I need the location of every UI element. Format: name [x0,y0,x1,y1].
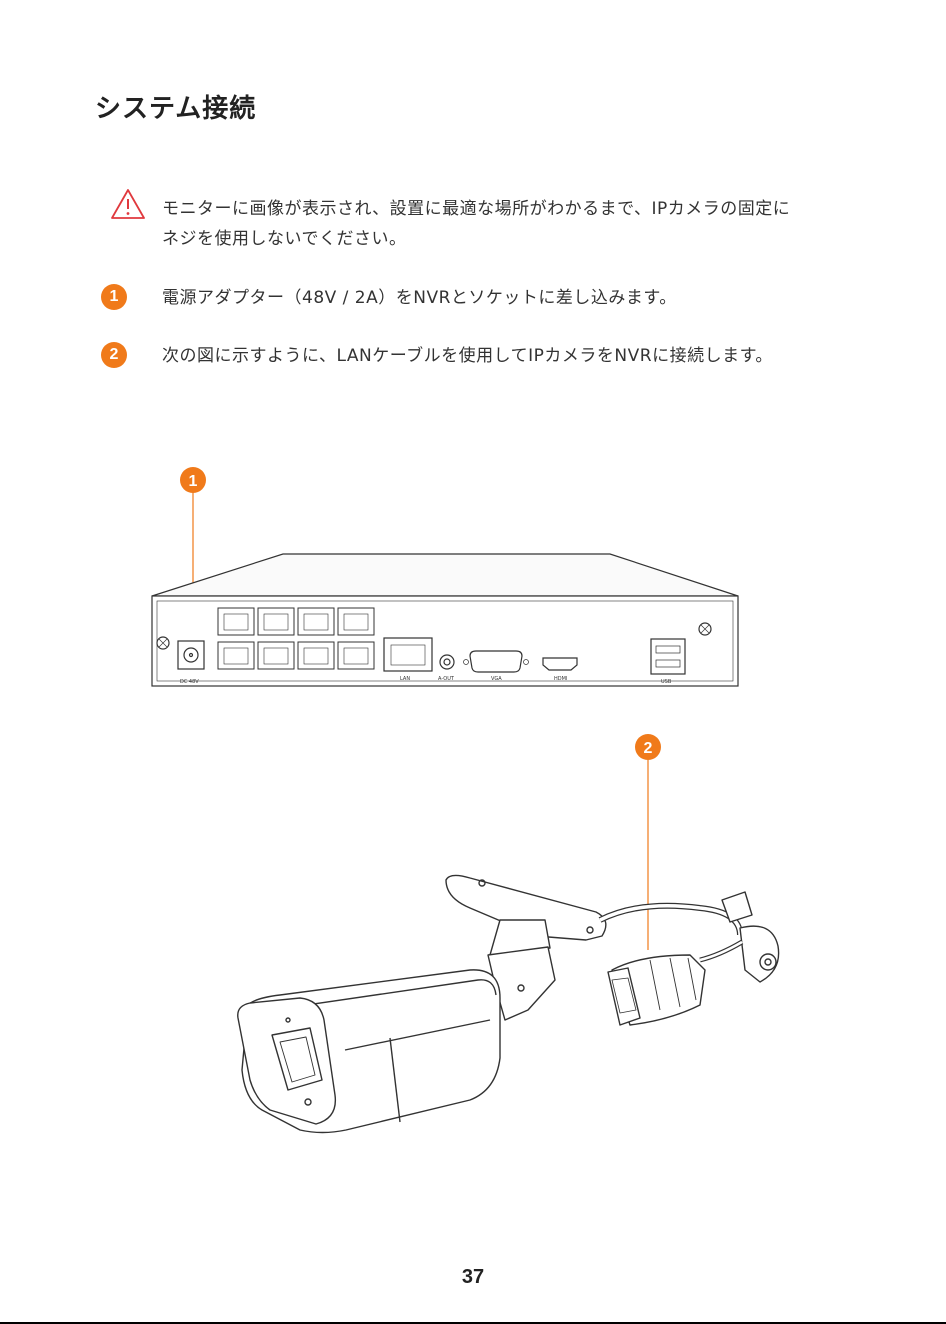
page-title: システム接続 [95,88,256,125]
port-label-hdmi: HDMI [554,676,567,682]
nvr-recorder [152,554,738,686]
port-label-aout: A-OUT [438,676,455,682]
ip-camera [238,875,779,1132]
step-2-badge: 2 [101,342,127,368]
connection-diagram: 1 [0,450,946,1170]
warning-line-1: モニターに画像が表示され、設置に最適な場所がわかるまで、IPカメラの固定に [162,194,862,224]
callout-1-label: 1 [189,473,198,490]
warning-icon [110,188,146,220]
step-2-text: 次の図に示すように、LANケーブルを使用してIPカメラをNVRに接続します。 [162,341,862,371]
callout-2: 2 [635,734,661,950]
page-number: 37 [0,1266,946,1289]
step-1-text: 電源アダプター（48V / 2A）をNVRとソケットに差し込みます。 [162,283,862,313]
port-label-vga: VGA [491,676,502,682]
warning-line-2: ネジを使用しないでください。 [162,224,862,254]
port-label-lan: LAN [400,676,410,682]
port-label-usb: USB [661,679,672,685]
port-label-dc: DC 48V [180,679,199,685]
callout-2-label: 2 [644,740,653,757]
step-1-badge: 1 [101,284,127,310]
